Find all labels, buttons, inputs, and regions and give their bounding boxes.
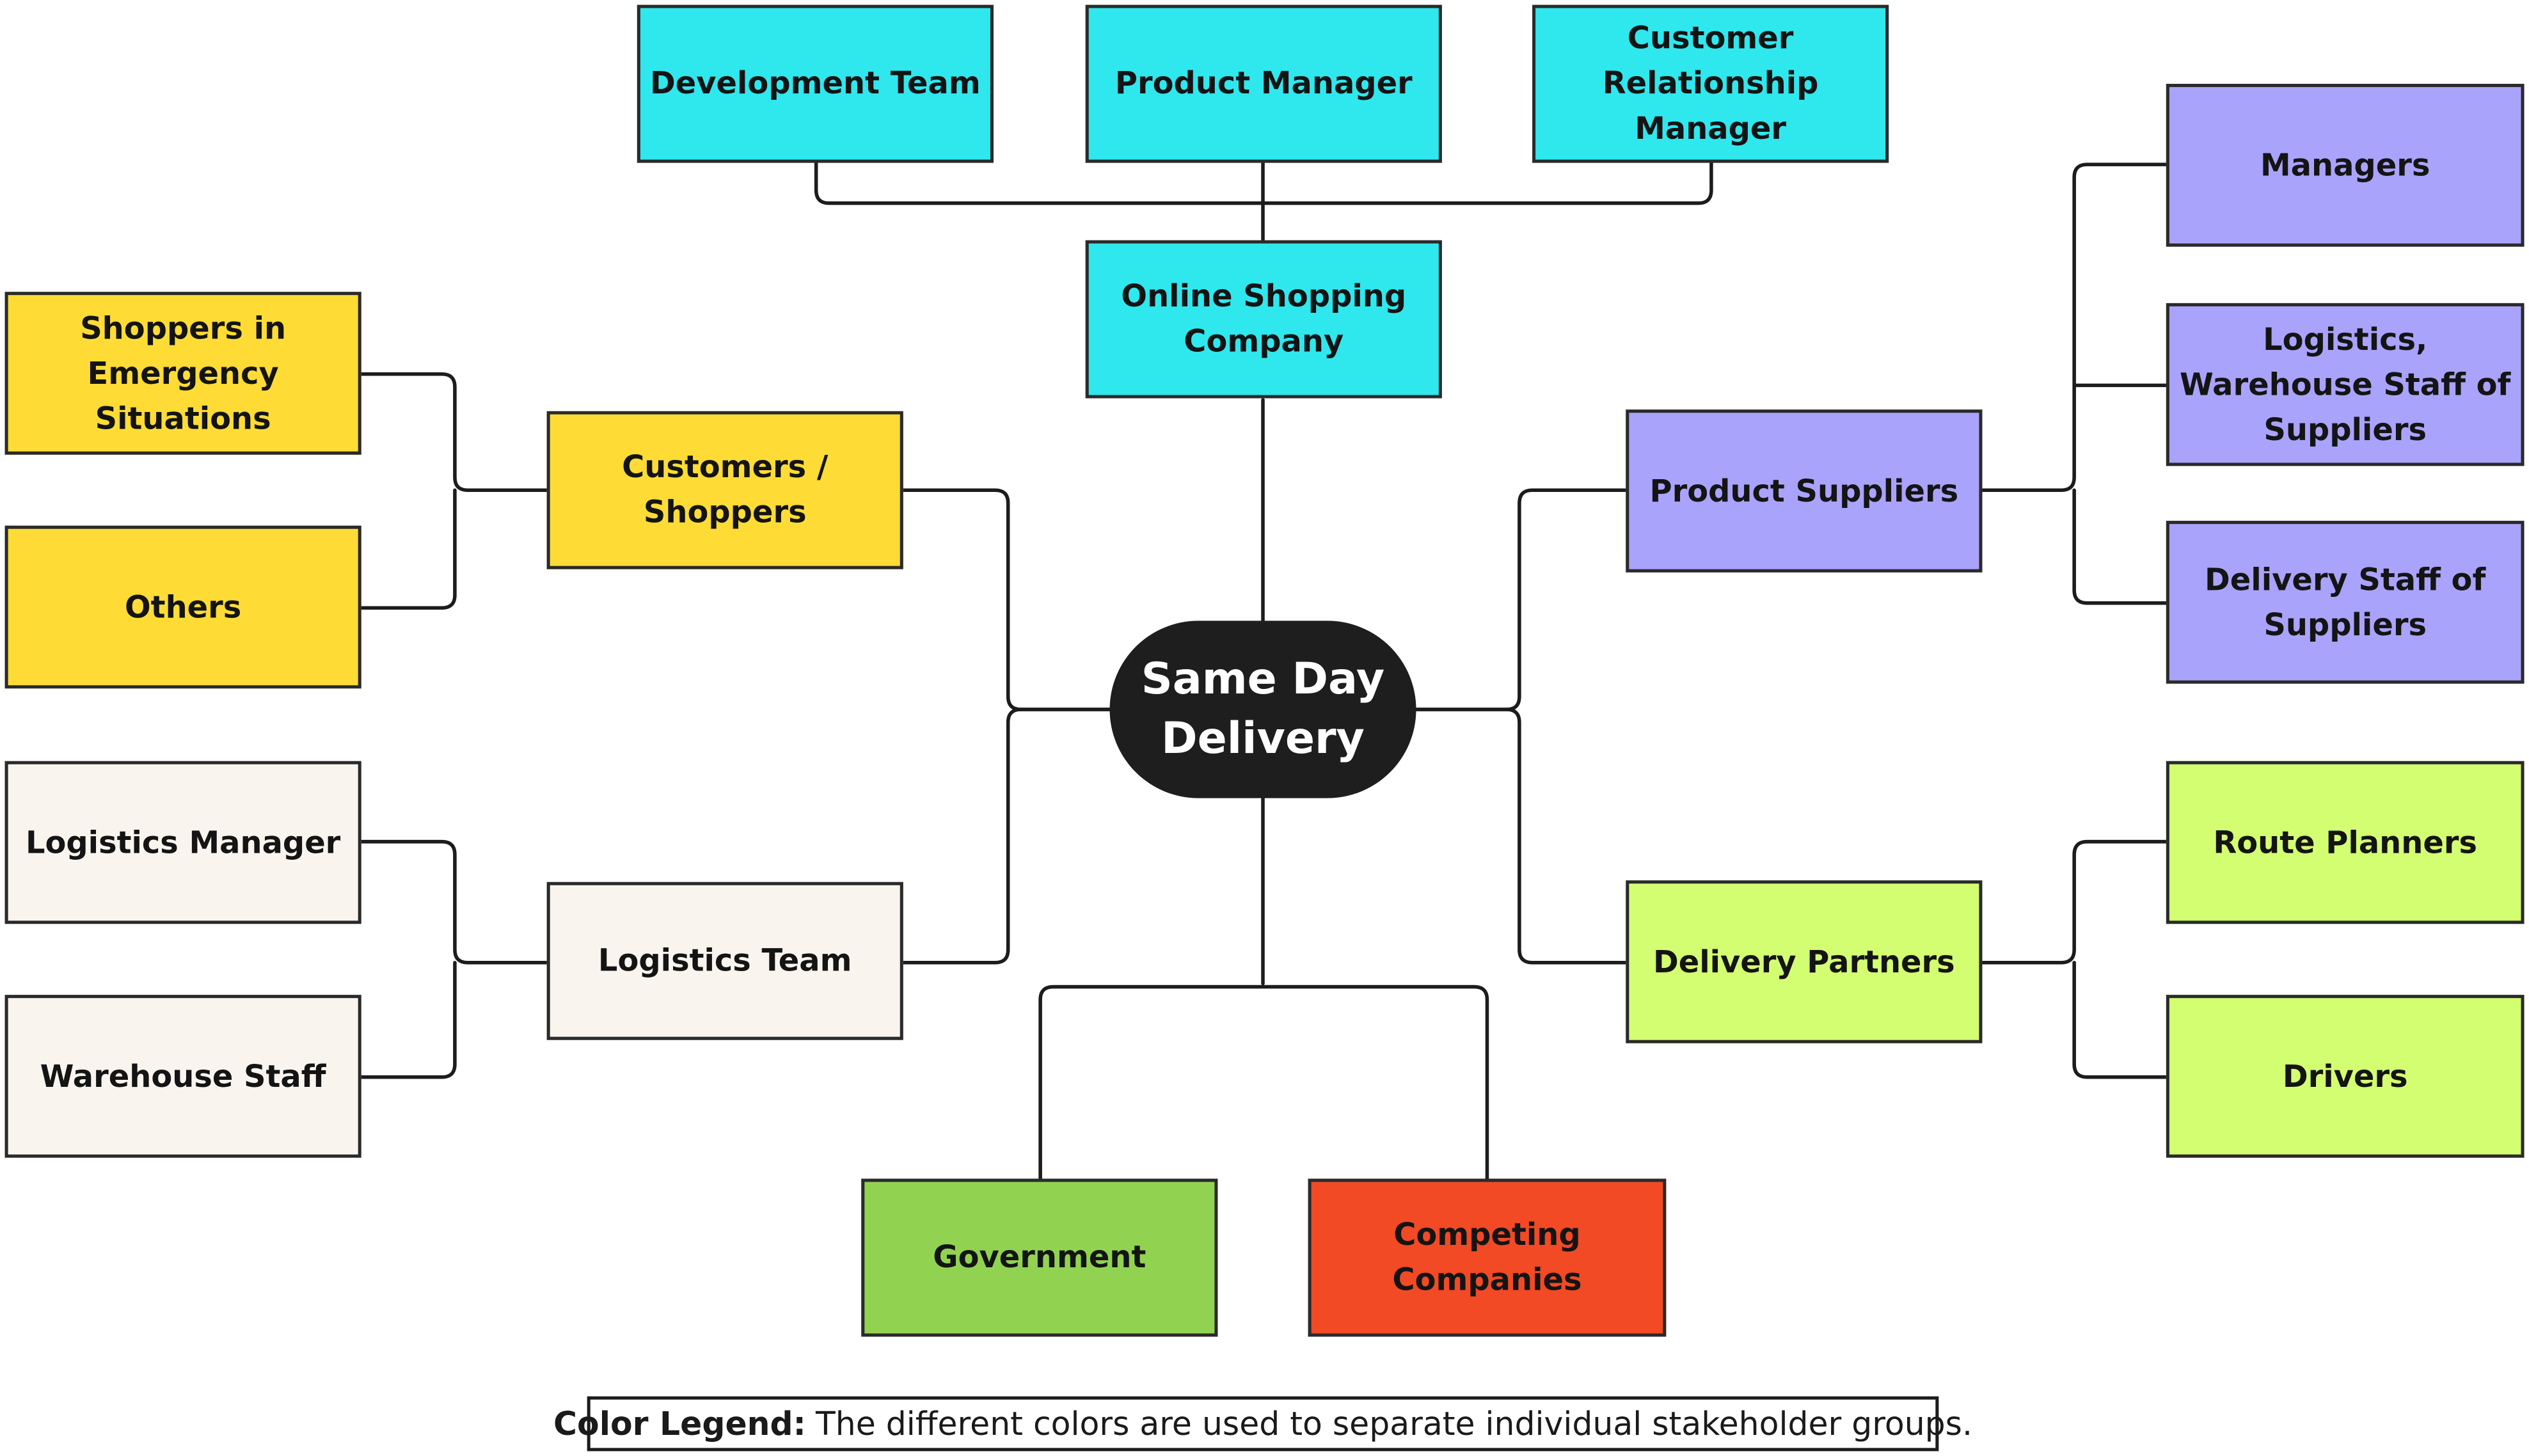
shoppers-emergency-node: Shoppers in Emergency Situations [4,292,361,455]
competing-companies-node: Competing Companies [1308,1178,1667,1337]
same-day-delivery-node: Same Day Delivery [1109,621,1416,798]
product-manager-label: Product Manager [1114,66,1413,102]
connector-suppliers-children [1980,162,2168,605]
customer-relationship-manager-label: Customer Relationship Manager [1602,20,1819,147]
warehouse-staff-node: Warehouse Staff [4,995,361,1158]
logistics-manager-label: Logistics Manager [25,825,341,860]
logistics-manager-node: Logistics Manager [4,761,361,924]
managers-node: Managers [2166,84,2525,247]
connector-company-top-group [814,161,1713,244]
connector-partners-children [1980,839,2168,1079]
development-team-label: Development Team [650,66,981,102]
legend-title: Color Legend: [553,1404,806,1443]
delivery-partners-node: Delivery Partners [1626,880,1983,1043]
delivery-staff-suppliers-node: Delivery Staff of Suppliers [2166,521,2525,684]
managers-label: Managers [2260,147,2430,184]
route-planners-label: Route Planners [2213,825,2477,860]
connector-center-bottom [1038,796,1489,1182]
customers-shoppers-label: Customers / Shoppers [622,450,828,531]
product-suppliers-node: Product Suppliers [1626,409,1983,573]
customers-shoppers-node: Customers / Shoppers [546,411,903,569]
shoppers-emergency-label: Shoppers in Emergency Situations [80,310,287,436]
others-label: Others [124,589,242,625]
delivery-staff-suppliers-label: Delivery Staff of Suppliers [2205,562,2486,643]
product-suppliers-label: Product Suppliers [1649,473,1959,509]
legend-text: The different colors are used to separat… [815,1404,1972,1443]
customer-relationship-manager-node: Customer Relationship Manager [1532,4,1889,163]
connector-center-suppliers [1414,488,1628,711]
logistics-team-label: Logistics Team [598,943,852,979]
same-day-delivery-label: Same Day Delivery [1141,654,1385,764]
route-planners-node: Route Planners [2166,761,2525,924]
drivers-node: Drivers [2166,995,2525,1158]
connector-center-delivery-partners [1414,708,1628,965]
others-node: Others [4,525,361,689]
competing-companies-label: Competing Companies [1392,1217,1582,1299]
logistics-warehouse-suppliers-node: Logistics, Warehouse Staff of Suppliers [2166,303,2525,466]
product-manager-node: Product Manager [1085,4,1442,163]
connector-customers-children [359,372,549,610]
connector-center-logistics-team [901,708,1112,965]
logistics-warehouse-suppliers-label: Logistics, Warehouse Staff of Suppliers [2180,321,2511,448]
government-label: Government [933,1240,1146,1276]
development-team-node: Development Team [637,4,994,163]
warehouse-staff-label: Warehouse Staff [40,1058,326,1095]
color-legend: Color Legend: The different colors are u… [553,1396,1972,1452]
online-shopping-company-node: Online Shopping Company [1085,240,1442,399]
logistics-team-node: Logistics Team [546,882,903,1040]
government-node: Government [861,1178,1218,1337]
drivers-label: Drivers [2282,1058,2408,1095]
delivery-partners-label: Delivery Partners [1653,944,1955,980]
connector-center-customers [901,488,1112,711]
connector-logistics-children [359,839,549,1079]
online-shopping-company-label: Online Shopping Company [1121,279,1407,360]
